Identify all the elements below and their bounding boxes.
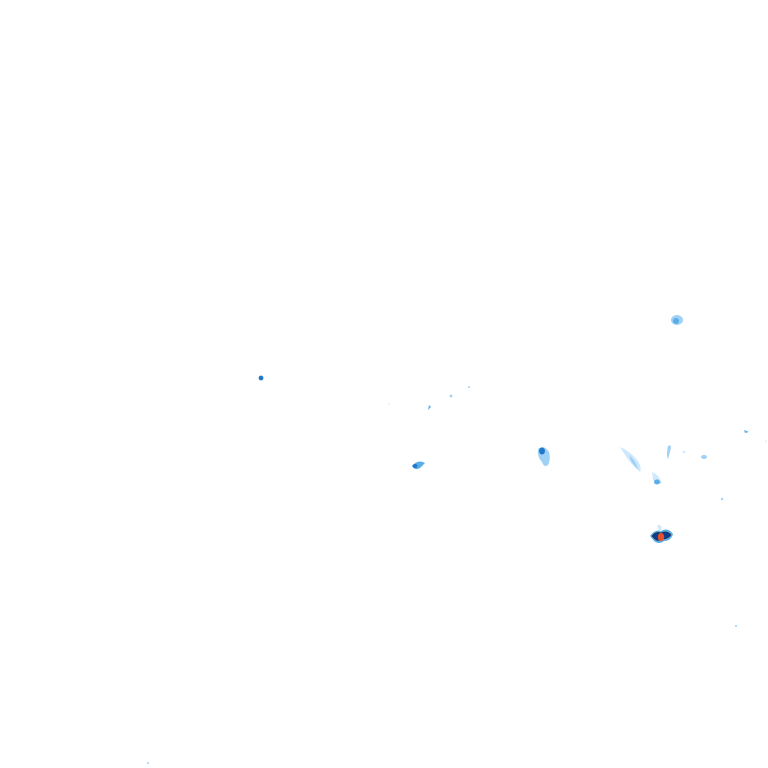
echo-specks [147, 386, 767, 764]
echo-cell-west [258, 375, 264, 381]
echo-speck [744, 430, 749, 433]
storm-cell-intense [650, 524, 673, 543]
echo-speck [735, 625, 737, 627]
echo-speck [428, 405, 431, 410]
echo-speck [449, 394, 453, 398]
echo-cell-center [537, 447, 550, 466]
storm-core [657, 533, 665, 541]
echo-speck [682, 450, 686, 454]
echo-blob [629, 455, 638, 469]
echo-speck [468, 386, 470, 388]
echo-speck [388, 403, 390, 405]
echo-core [539, 447, 545, 455]
echo-blob [667, 445, 671, 459]
echo-speck [720, 497, 724, 501]
storm-tail [657, 524, 662, 532]
echo-cell-east [620, 445, 671, 485]
echo-core [412, 464, 418, 468]
echo-cell-northeast [671, 315, 683, 325]
echo-speck [147, 762, 149, 764]
echo-speck [765, 440, 767, 442]
echo-speck [701, 455, 707, 459]
echo-blob [673, 318, 679, 324]
echo-blob [654, 479, 660, 485]
echo-cell-center-left [412, 461, 425, 470]
echo-blob [258, 375, 264, 381]
